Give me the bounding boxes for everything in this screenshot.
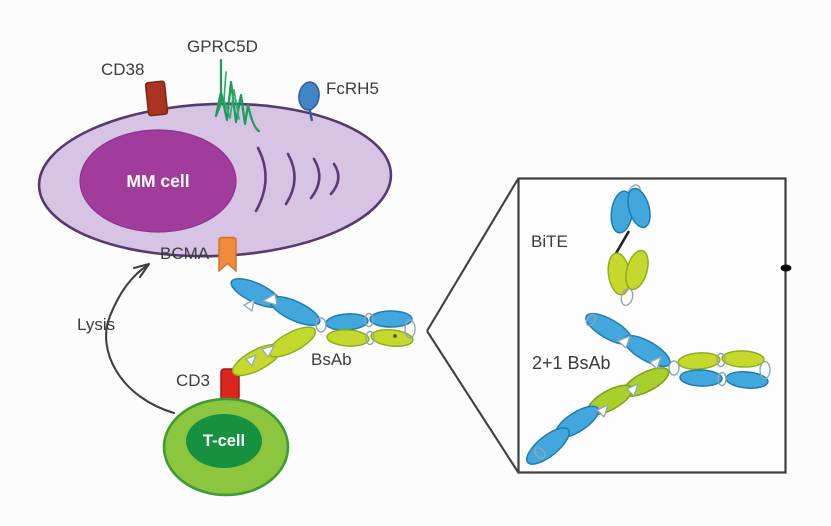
bsab-2plus1-structure-icon <box>526 312 771 465</box>
magnifier-lines <box>426 178 519 473</box>
cd3-label: CD3 <box>176 371 211 390</box>
gprc5d-label: GPRC5D <box>187 37 258 56</box>
cd38-marker-icon <box>144 80 169 117</box>
t-cell-nucleus <box>186 414 262 468</box>
bite-structure-icon <box>607 184 651 307</box>
bcma-label: BCMA <box>160 244 210 263</box>
fcrh5-label: FcRH5 <box>326 79 379 98</box>
bcma-marker-icon <box>218 236 237 273</box>
bite-label: BiTE <box>531 232 568 251</box>
bsab-2plus1-label: 2+1 BsAb <box>532 353 611 373</box>
cd38-label: CD38 <box>101 60 145 79</box>
lysis-arrow-icon <box>105 262 176 415</box>
bsab-antibody-icon <box>230 277 416 377</box>
bsab-label: BsAb <box>311 350 352 369</box>
box-edge-dot <box>780 264 792 272</box>
signal-waves-icon <box>254 146 340 213</box>
mm-cell-label: MM cell <box>126 171 190 191</box>
lysis-label: Lysis <box>77 315 116 334</box>
mm-cell-nucleus <box>79 129 237 233</box>
gprc5d-marker-icon <box>214 58 261 133</box>
fcrh5-marker-icon <box>298 81 320 122</box>
t-cell <box>162 397 290 497</box>
t-cell-label: T-cell <box>202 432 246 450</box>
mm-cell <box>37 102 393 258</box>
